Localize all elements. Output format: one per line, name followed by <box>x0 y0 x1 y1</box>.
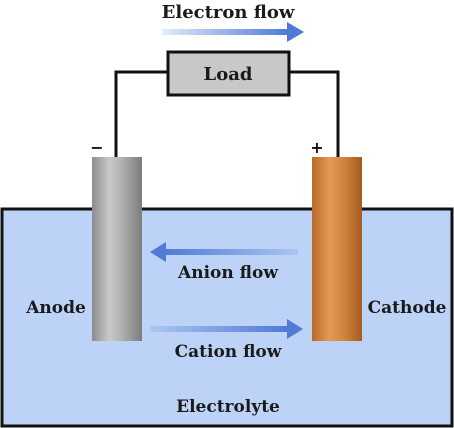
load-resistor <box>166 50 291 97</box>
electrolyte-bath <box>0 207 454 428</box>
cathode-electrode <box>312 157 362 341</box>
cathode-label: Cathode <box>368 298 447 318</box>
wire-right <box>289 70 340 158</box>
load-label: Load <box>204 64 253 85</box>
cation-flow-arrow <box>150 319 303 339</box>
wire-left <box>114 70 168 158</box>
electron-flow-arrow <box>162 22 304 42</box>
anode-label: Anode <box>25 298 86 318</box>
anion-flow-arrow <box>150 242 298 262</box>
anode-sign: − <box>90 138 103 157</box>
electrolyte-label: Electrolyte <box>176 397 280 417</box>
cation-flow-label: Cation flow <box>175 342 282 362</box>
electron-flow-label: Electron flow <box>162 2 295 23</box>
anode-electrode <box>92 157 142 341</box>
anion-flow-label: Anion flow <box>177 263 278 283</box>
cathode-sign: + <box>310 138 323 157</box>
